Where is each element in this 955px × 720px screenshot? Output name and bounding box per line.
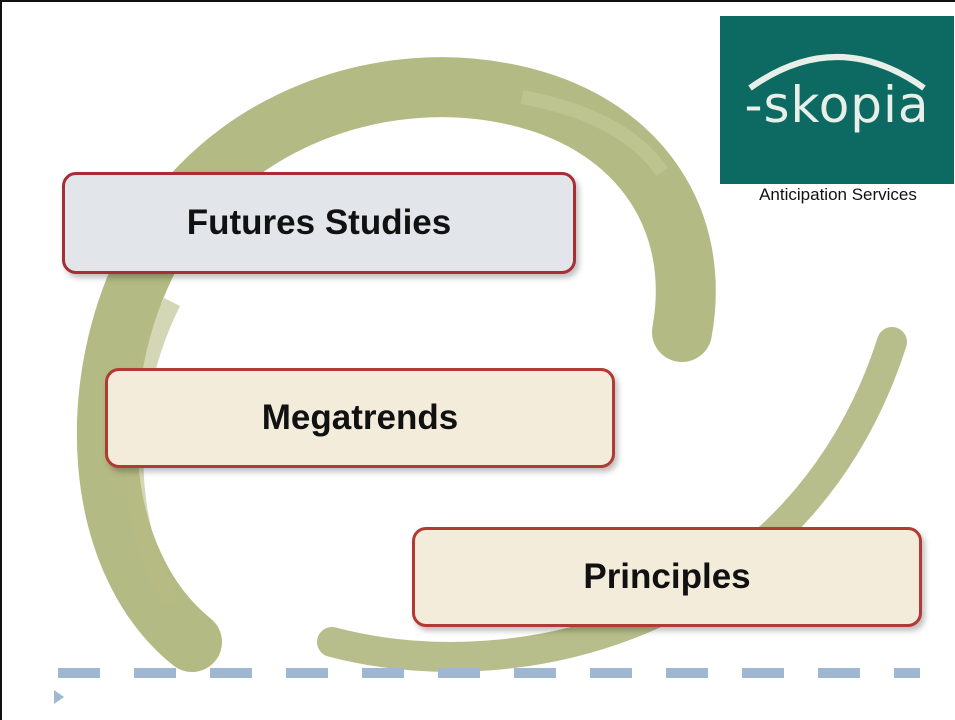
- principles-box: Principles: [412, 527, 922, 627]
- play-arrow-icon: [54, 690, 64, 704]
- futures-studies-box: Futures Studies: [62, 172, 576, 274]
- dashed-divider: [58, 668, 920, 678]
- megatrends-box: Megatrends: [105, 368, 615, 468]
- skopia-logo: -skopia: [720, 16, 954, 184]
- logo-caption: Anticipation Services: [759, 185, 917, 204]
- logo-wordmark: -skopia: [744, 76, 930, 134]
- arc-icon: [748, 54, 926, 91]
